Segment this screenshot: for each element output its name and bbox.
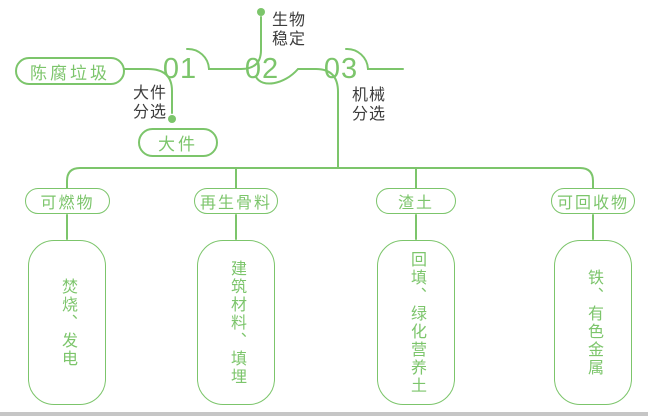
result-text: 回填、绿化营养土 <box>408 250 425 395</box>
result-box-slag-soil: 回填、绿化营养土 <box>377 240 455 405</box>
connector-dot-bulky <box>168 115 176 123</box>
result-text: 铁、有色金属 <box>585 268 602 377</box>
flow-line-01-to-02 <box>186 16 262 70</box>
bulky-item-label: 大件 <box>158 135 198 154</box>
source-node-label: 陈腐垃圾 <box>30 63 110 83</box>
step-03-label: 机械 分选 <box>352 87 387 123</box>
step-number-02: 02 <box>244 53 280 85</box>
category-node-recyclable: 可回收物 <box>551 188 635 214</box>
category-label: 再生骨料 <box>199 195 272 212</box>
step-number-03: 03 <box>323 53 359 85</box>
step-01-label: 大件 分选 <box>133 85 168 121</box>
connector-dot-bio <box>257 8 265 16</box>
source-node: 陈腐垃圾 <box>15 57 125 85</box>
result-box-combustible: 焚烧、发电 <box>28 240 106 405</box>
flow-line-source-to-01 <box>124 68 173 114</box>
category-node-recycled-aggregate: 再生骨料 <box>194 188 278 214</box>
flow-line-02-to-03 <box>255 68 339 169</box>
result-box-recycled-aggregate: 建筑材料、填埋 <box>197 240 275 405</box>
branch-rail <box>66 167 594 190</box>
category-label: 渣土 <box>397 195 434 212</box>
category-label: 可回收物 <box>556 195 629 212</box>
result-text: 建筑材料、填埋 <box>228 259 245 386</box>
category-node-slag-soil: 渣土 <box>376 188 456 214</box>
result-box-recyclable: 铁、有色金属 <box>554 240 632 405</box>
step-number-01: 01 <box>162 53 198 85</box>
category-label: 可燃物 <box>40 195 95 212</box>
category-node-combustible: 可燃物 <box>25 188 110 214</box>
bulky-item-node: 大件 <box>138 128 218 157</box>
bottom-edge-divider <box>0 412 648 416</box>
step-02-label: 生物 稳定 <box>272 12 307 48</box>
flow-line-03-tail <box>345 47 404 70</box>
result-text: 焚烧、发电 <box>59 277 76 368</box>
